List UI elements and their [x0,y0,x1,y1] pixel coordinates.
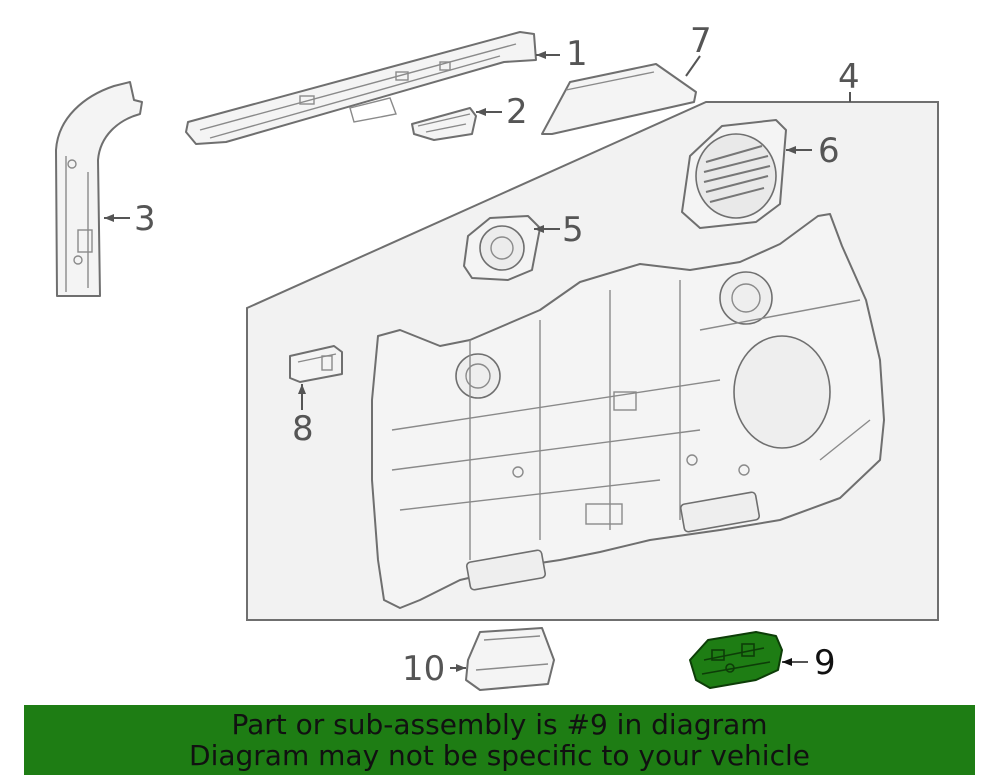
callout-10: 10 [402,649,445,689]
banner-line-1: Part or sub-assembly is #9 in diagram [231,708,768,741]
callout-7: 7 [690,21,712,61]
callout-5: 5 [562,210,584,250]
part-2-clip[interactable] [411,107,477,141]
part-5-speaker-ring[interactable] [463,215,541,281]
callout-9: 9 [814,643,836,683]
part-1-upper-garnish[interactable] [185,31,537,145]
fitment-notice-banner: Part or sub-assembly is #9 in diagram Di… [24,705,975,775]
part-9-highlighted[interactable] [689,631,783,689]
callout-8: 8 [292,409,314,449]
part-4-back-door-trim-panel[interactable] [371,213,885,609]
callout-4: 4 [838,57,860,97]
callout-3: 3 [134,199,156,239]
part-8-bracket[interactable] [289,345,343,383]
banner-line-2: Diagram may not be specific to your vehi… [189,739,810,772]
callout-2: 2 [506,92,528,132]
part-6-speaker-grille[interactable] [681,119,787,229]
part-10-handle-pocket[interactable] [465,627,555,691]
part-7-trim-strip[interactable] [541,63,697,135]
callout-6: 6 [818,131,840,171]
part-3-pillar-garnish[interactable] [55,81,143,297]
callout-1: 1 [566,34,588,74]
